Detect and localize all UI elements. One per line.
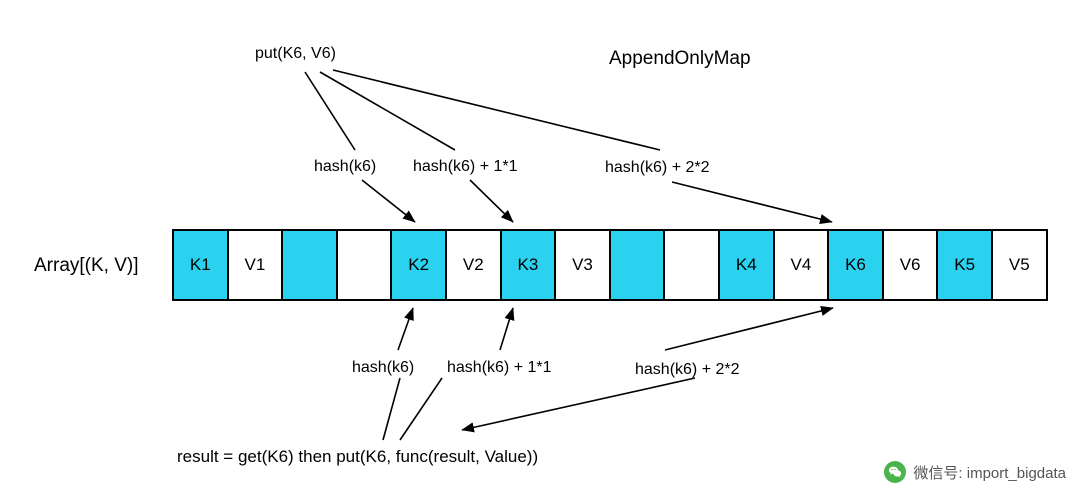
- array-cell: V2: [445, 229, 502, 301]
- array-cell: K6: [827, 229, 884, 301]
- array-cell: [608, 229, 666, 301]
- wechat-icon: [884, 461, 907, 483]
- array-label: Array[(K, V)]: [34, 255, 139, 276]
- array-cell: V4: [772, 229, 830, 301]
- bottom-probe-label-1: hash(k6) + 1*1: [447, 359, 552, 376]
- array-cell: [281, 229, 338, 301]
- array-cell: V1: [226, 229, 284, 301]
- array-cell: [335, 229, 393, 301]
- diagram-title: AppendOnlyMap: [609, 48, 751, 69]
- array-cell: K5: [936, 229, 993, 301]
- top-probe-label-2: hash(k6) + 2*2: [605, 159, 710, 176]
- array-cell: V5: [991, 229, 1048, 301]
- array-cell: K4: [718, 229, 775, 301]
- watermark: 微信号: import_bigdata: [884, 461, 1066, 483]
- array-cell: [663, 229, 720, 301]
- bottom-probe-label-2: hash(k6) + 2*2: [635, 361, 740, 378]
- top-operation-label: put(K6, V6): [255, 45, 336, 62]
- top-probe-label-1: hash(k6) + 1*1: [413, 158, 518, 175]
- top-probe-label-0: hash(k6): [314, 158, 377, 175]
- bottom-operation-label: result = get(K6) then put(K6, func(resul…: [177, 447, 539, 466]
- array-cell: V6: [881, 229, 939, 301]
- array-cell: V3: [554, 229, 611, 301]
- array-cell: K2: [390, 229, 447, 301]
- watermark-text: 微信号: import_bigdata: [913, 464, 1066, 482]
- array-cell: K1: [172, 229, 229, 301]
- bottom-probe-label-0: hash(k6): [352, 359, 415, 376]
- array-cell: K3: [499, 229, 557, 301]
